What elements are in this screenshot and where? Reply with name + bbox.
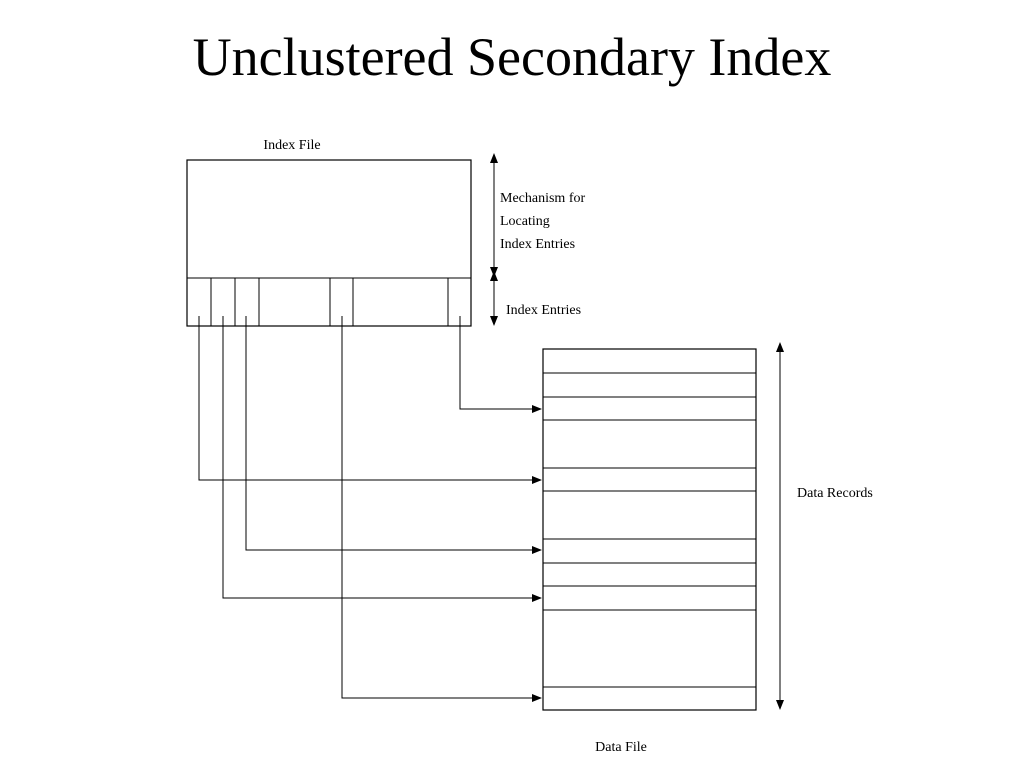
- slide-title: Unclustered Secondary Index: [192, 27, 832, 87]
- data-file-label: Data File: [595, 740, 647, 755]
- pointer-arrow: [459, 316, 542, 413]
- index-entry-slots: [210, 278, 449, 326]
- mechanism-label-line-3: Index Entries: [500, 237, 575, 252]
- index-file-label: Index File: [263, 138, 320, 153]
- mechanism-label-line-1: Mechanism for: [500, 191, 585, 206]
- index-file-box: [186, 159, 472, 327]
- pointer-arrow: [222, 316, 542, 602]
- data-record-dividers: [543, 372, 756, 688]
- pointer-arrow: [198, 316, 542, 484]
- pointer-arrow: [245, 316, 542, 554]
- index-entries-label: Index Entries: [506, 303, 581, 318]
- mechanism-label-line-2: Locating: [500, 214, 550, 229]
- pointer-arrow: [341, 316, 542, 702]
- data-file-box: [542, 348, 757, 711]
- data-records-label: Data Records: [797, 486, 873, 501]
